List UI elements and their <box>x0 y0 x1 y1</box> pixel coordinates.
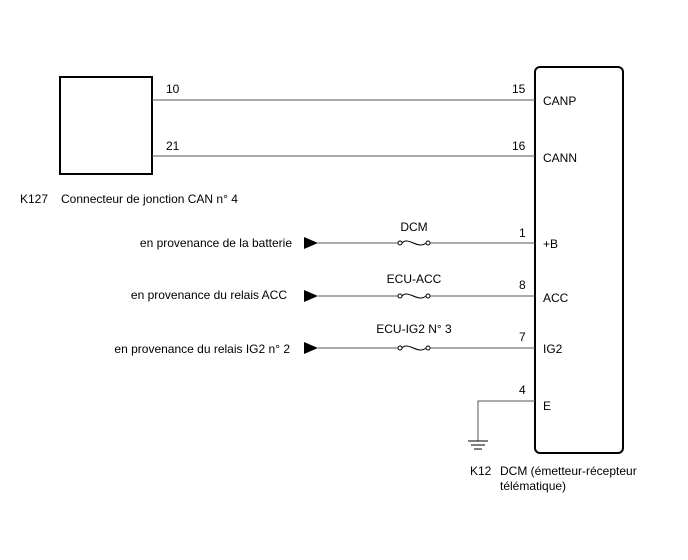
dcm-terminal-ig2: IG2 <box>543 342 563 356</box>
dcm-terminal-cann: CANN <box>543 151 577 165</box>
dcm-pin-1: 1 <box>519 226 526 240</box>
fuse-ecu-ig2-label: ECU-IG2 N° 3 <box>376 322 452 336</box>
fuse-icon <box>397 293 431 299</box>
ground-icon <box>468 440 488 450</box>
dcm-pin-7: 7 <box>519 330 526 344</box>
arrow-right-icon <box>304 342 318 354</box>
dcm-terminal-canp: CANP <box>543 94 576 108</box>
dcm-name-line2: télématique) <box>500 479 566 493</box>
fuse-dcm-label: DCM <box>400 220 427 234</box>
dcm-pin-15: 15 <box>512 82 526 96</box>
k127-pin-21: 21 <box>166 139 180 153</box>
arrow-right-icon <box>304 290 318 302</box>
dcm-pin-4: 4 <box>519 383 526 397</box>
dcm-name-line1: DCM (émetteur-récepteur <box>500 464 637 478</box>
dcm-code: K12 <box>470 464 492 478</box>
k127-code: K127 <box>20 192 48 206</box>
dcm-box <box>534 66 624 454</box>
dcm-pin-8: 8 <box>519 278 526 292</box>
arrow-right-icon <box>304 237 318 249</box>
k127-name: Connecteur de jonction CAN n° 4 <box>61 192 238 206</box>
fuse-icon <box>397 240 431 246</box>
dcm-terminal-e: E <box>543 399 551 413</box>
k127-pin-10: 10 <box>166 82 180 96</box>
dcm-terminal-b: +B <box>543 237 558 251</box>
ig2-source-label: en provenance du relais IG2 n° 2 <box>114 342 290 356</box>
dcm-terminal-acc: ACC <box>543 291 569 305</box>
fuse-ecu-acc-label: ECU-ACC <box>387 272 442 286</box>
dcm-pin-16: 16 <box>512 139 526 153</box>
ground-wire <box>477 400 535 441</box>
fuse-icon <box>397 345 431 351</box>
k127-connector-box <box>59 76 153 175</box>
acc-source-label: en provenance du relais ACC <box>131 288 287 302</box>
battery-source-label: en provenance de la batterie <box>140 236 292 250</box>
